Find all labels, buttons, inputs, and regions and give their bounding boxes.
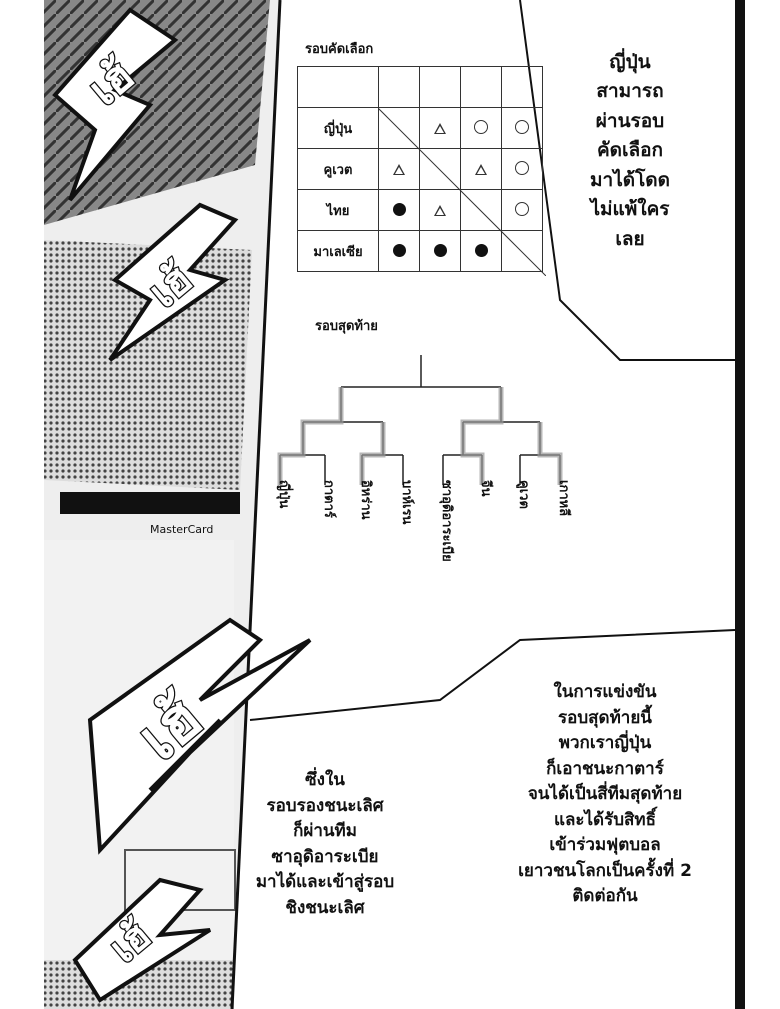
caption-line: รอบสุดท้ายนี้	[558, 707, 652, 728]
bracket-team: คูเวต	[516, 480, 531, 509]
team-name: ไทย	[297, 189, 379, 231]
caption-line: สามารถ	[596, 80, 664, 103]
caption-line: ญี่ปุ่น	[609, 51, 651, 73]
caption-line: ก็ผ่านทีม	[293, 821, 357, 841]
caption-finals: ในการแข่งขัน รอบสุดท้ายนี้ พวกเราญี่ปุ่น…	[490, 680, 720, 910]
ad-board	[60, 492, 240, 514]
caption-line: รอบรองชนะเลิศ	[266, 795, 384, 816]
caption-line: ติดต่อกัน	[572, 886, 638, 906]
caption-line: ในการแข่งขัน	[553, 682, 657, 702]
caption-line: เยาวชนโลกเป็นครั้งที่ 2	[518, 860, 692, 881]
bracket-team: บาห์เรน	[399, 480, 414, 525]
finals-title: รอบสุดท้าย	[315, 319, 378, 334]
caption-line: พวกเราญี่ปุ่น	[558, 733, 652, 753]
caption-line: มาได้โดด	[590, 168, 670, 191]
bracket-team: ซาอุดิอาระเบีย	[439, 480, 454, 562]
panel-border	[230, 0, 282, 1009]
bracket-team: จีน	[478, 480, 493, 497]
caption-line: จนได้เป็นสี่ทีมสุดท้าย	[527, 784, 683, 804]
caption-line: คัดเลือก	[596, 139, 664, 162]
caption-line: ซึ่งใน	[305, 770, 345, 790]
caption-line: ผ่านรอบ	[595, 109, 665, 132]
caption-line: ชิงชนะเลิศ	[285, 897, 365, 918]
bracket-team: เกาหลี	[556, 480, 571, 517]
caption-line: มาได้และเข้าสู่รอบ	[255, 872, 395, 892]
table-row: มาเลเซีย	[297, 230, 543, 272]
sfx-shouts	[52, 7, 312, 1003]
table-diagonal	[378, 108, 546, 276]
caption-line: ก็เอาชนะกาตาร์	[546, 758, 664, 779]
mastercard-banner: MasterCard	[150, 523, 213, 536]
caption-line: ซาอุดิอาระเบีย	[271, 846, 379, 867]
finals-bracket	[277, 355, 563, 485]
table-row: คูเวต	[297, 148, 543, 190]
qualifying-title: รอบคัดเลือก	[305, 42, 374, 57]
caption-line: เลย	[615, 227, 645, 250]
caption-line: เข้าร่วมฟุตบอล	[549, 835, 661, 855]
stadium-crowd	[44, 240, 252, 490]
qualifying-table: ญี่ปุ่น คูเวต ไทย มาเลเซีย	[297, 66, 543, 272]
page-edge	[735, 0, 745, 1009]
caption-line: ไม่แพ้ใคร	[590, 198, 670, 221]
bracket-team: ญี่ปุ่น	[276, 480, 291, 509]
caption-line: และได้รับสิทธิ์	[554, 809, 656, 830]
team-name: ญี่ปุ่น	[297, 107, 379, 149]
bracket-team: อิหร่าน	[358, 480, 373, 520]
team-name: มาเลเซีย	[297, 230, 379, 272]
caption-semifinal: ซึ่งใน รอบรองชนะเลิศ ก็ผ่านทีม ซาอุดิอาร…	[230, 768, 420, 921]
caption-qualifying: ญี่ปุ่น สามารถ ผ่านรอบ คัดเลือก มาได้โดด…	[560, 48, 700, 254]
team-name: คูเวต	[297, 148, 379, 190]
bracket-team: กาตาร์	[321, 480, 336, 518]
